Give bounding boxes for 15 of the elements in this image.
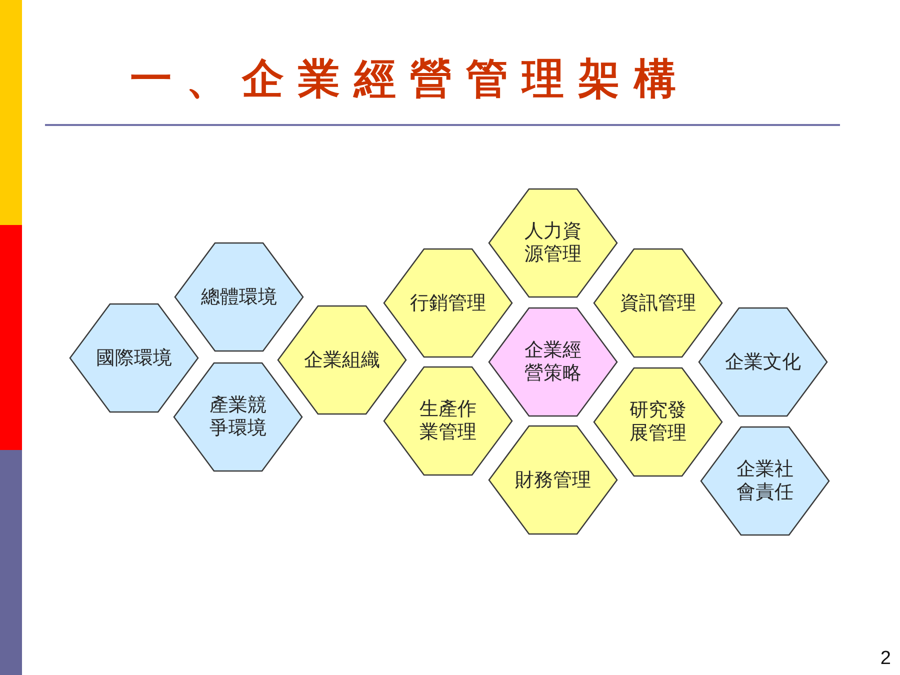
hexagon: 企業組織 — [277, 305, 407, 415]
hexagon: 研究發展管理 — [593, 367, 723, 477]
title: 一、企業經營管理架構 — [130, 56, 690, 105]
hexagon: 企業社會責任 — [700, 426, 830, 536]
hexagon: 企業文化 — [698, 307, 828, 417]
hexagon: 行銷管理 — [383, 248, 513, 358]
hexagon: 企業經營策略 — [488, 307, 618, 417]
hexagon: 人力資源管理 — [488, 188, 618, 298]
hexagon: 資訊管理 — [593, 248, 723, 358]
hexagon: 生產作業管理 — [383, 366, 513, 476]
page-number: 2 — [880, 648, 891, 670]
hexagon: 國際環境 — [69, 303, 199, 413]
hexagon: 總體環境 — [174, 242, 304, 352]
hexagon: 產業競爭環境 — [173, 362, 303, 472]
hexagon: 財務管理 — [488, 425, 618, 535]
